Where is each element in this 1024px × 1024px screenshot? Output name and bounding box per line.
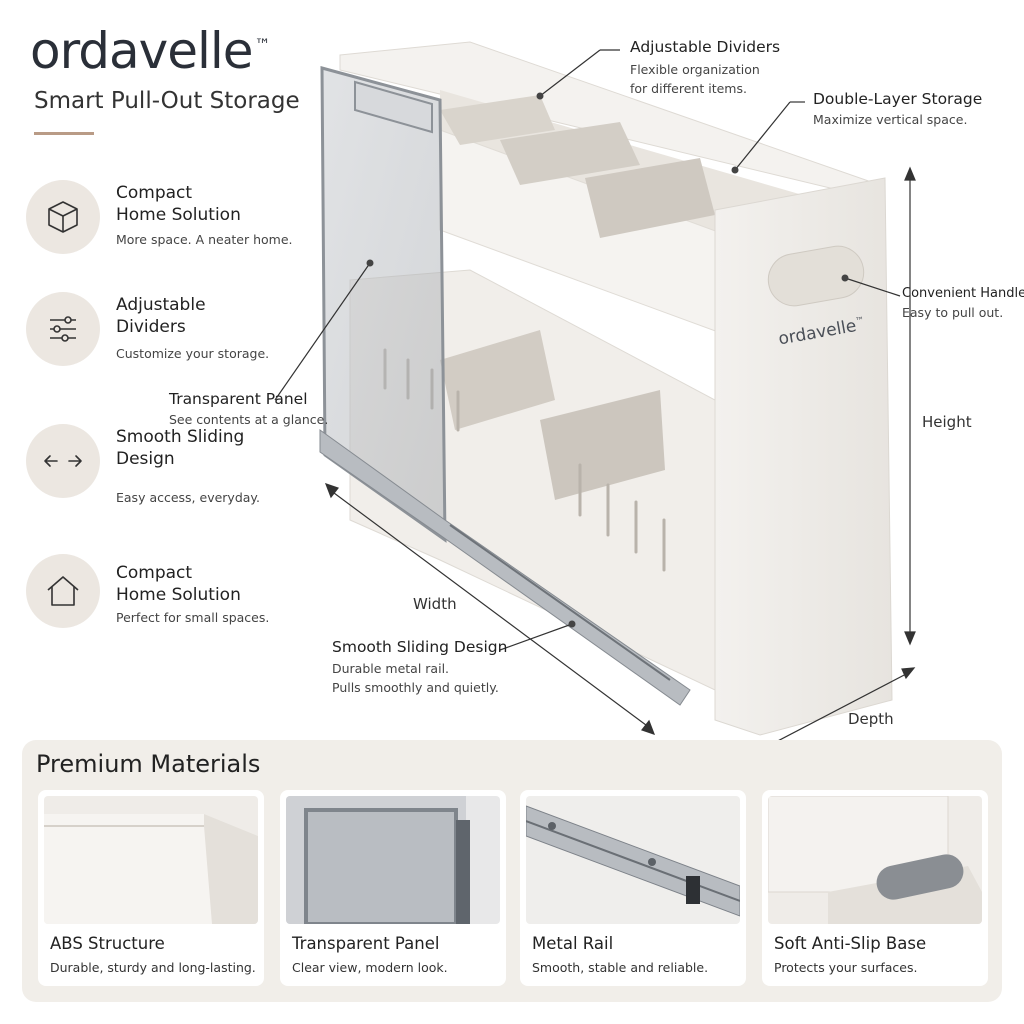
material-desc: Durable, sturdy and long-lasting. bbox=[50, 960, 256, 975]
material-desc: Clear view, modern look. bbox=[292, 960, 448, 975]
material-card-rail: Metal Rail Smooth, stable and reliable. bbox=[520, 790, 746, 986]
callout-dividers: Adjustable Dividers Flexible organizatio… bbox=[630, 38, 780, 98]
material-title: Transparent Panel bbox=[292, 934, 440, 953]
brand-tm: ™ bbox=[254, 35, 271, 55]
materials-title: Premium Materials bbox=[36, 750, 261, 778]
arrows-horizontal-icon bbox=[26, 424, 100, 498]
callout-title: Transparent Panel bbox=[169, 390, 308, 408]
dimension-height-label: Height bbox=[922, 413, 972, 431]
brand-tagline: Smart Pull-Out Storage bbox=[34, 88, 300, 114]
material-image-base bbox=[768, 796, 982, 924]
dimension-width-label: Width bbox=[413, 595, 457, 613]
callout-title: Double-Layer Storage bbox=[813, 90, 983, 108]
material-desc: Protects your surfaces. bbox=[774, 960, 918, 975]
callout-desc: Maximize vertical space. bbox=[813, 112, 968, 127]
dimension-depth-label: Depth bbox=[848, 710, 894, 728]
callout-desc: Pulls smoothly and quietly. bbox=[332, 680, 499, 695]
callout-desc: Easy to pull out. bbox=[902, 305, 1004, 320]
brand-name: ordavelle bbox=[30, 22, 254, 80]
material-image-panel bbox=[286, 796, 500, 924]
material-title: Metal Rail bbox=[532, 934, 614, 953]
callout-double-layer: Double-Layer Storage Maximize vertical s… bbox=[813, 90, 982, 129]
callout-rail: Smooth Sliding Design Durable metal rail… bbox=[332, 638, 507, 697]
feature-title-line2: Dividers bbox=[116, 317, 186, 337]
feature-title-line1: Adjustable bbox=[116, 295, 206, 315]
callout-desc: Durable metal rail. bbox=[332, 661, 450, 676]
feature-desc: Easy access, everyday. bbox=[116, 490, 261, 505]
feature-desc: Perfect for small spaces. bbox=[116, 610, 270, 625]
feature-title-line2: Design bbox=[116, 449, 175, 469]
material-card-abs: ABS Structure Durable, sturdy and long-l… bbox=[38, 790, 264, 986]
material-image-abs bbox=[44, 796, 258, 924]
callout-title: Adjustable Dividers bbox=[630, 38, 781, 56]
callout-desc: Flexible organization bbox=[630, 62, 760, 77]
sliders-icon bbox=[26, 292, 100, 366]
material-title: Soft Anti-Slip Base bbox=[774, 934, 927, 953]
feature-title-line1: Compact bbox=[116, 183, 193, 203]
material-desc: Smooth, stable and reliable. bbox=[532, 960, 709, 975]
callout-desc: See contents at a glance. bbox=[169, 412, 329, 427]
callout-title: Convenient Handle bbox=[902, 286, 1024, 301]
feature-title-line2: Home Solution bbox=[116, 205, 241, 225]
material-card-base: Soft Anti-Slip Base Protects your surfac… bbox=[762, 790, 988, 986]
material-image-rail bbox=[526, 796, 740, 924]
feature-desc: More space. A neater home. bbox=[116, 232, 293, 247]
feature-desc: Customize your storage. bbox=[116, 346, 270, 361]
accent-divider bbox=[34, 132, 94, 135]
callout-desc: for different items. bbox=[630, 81, 747, 96]
feature-title-line1: Smooth Sliding bbox=[116, 427, 245, 447]
product-illustration bbox=[319, 41, 893, 736]
callout-title: Smooth Sliding Design bbox=[332, 638, 508, 656]
material-card-panel: Transparent Panel Clear view, modern loo… bbox=[280, 790, 506, 986]
callout-handle: Convenient Handle Easy to pull out. bbox=[902, 286, 1024, 322]
callout-transparent-panel: Transparent Panel See contents at a glan… bbox=[169, 390, 328, 429]
material-title: ABS Structure bbox=[50, 934, 165, 953]
house-icon bbox=[26, 554, 100, 628]
feature-title-line2: Home Solution bbox=[116, 585, 241, 605]
feature-title-line1: Compact bbox=[116, 563, 193, 583]
box-icon bbox=[26, 180, 100, 254]
